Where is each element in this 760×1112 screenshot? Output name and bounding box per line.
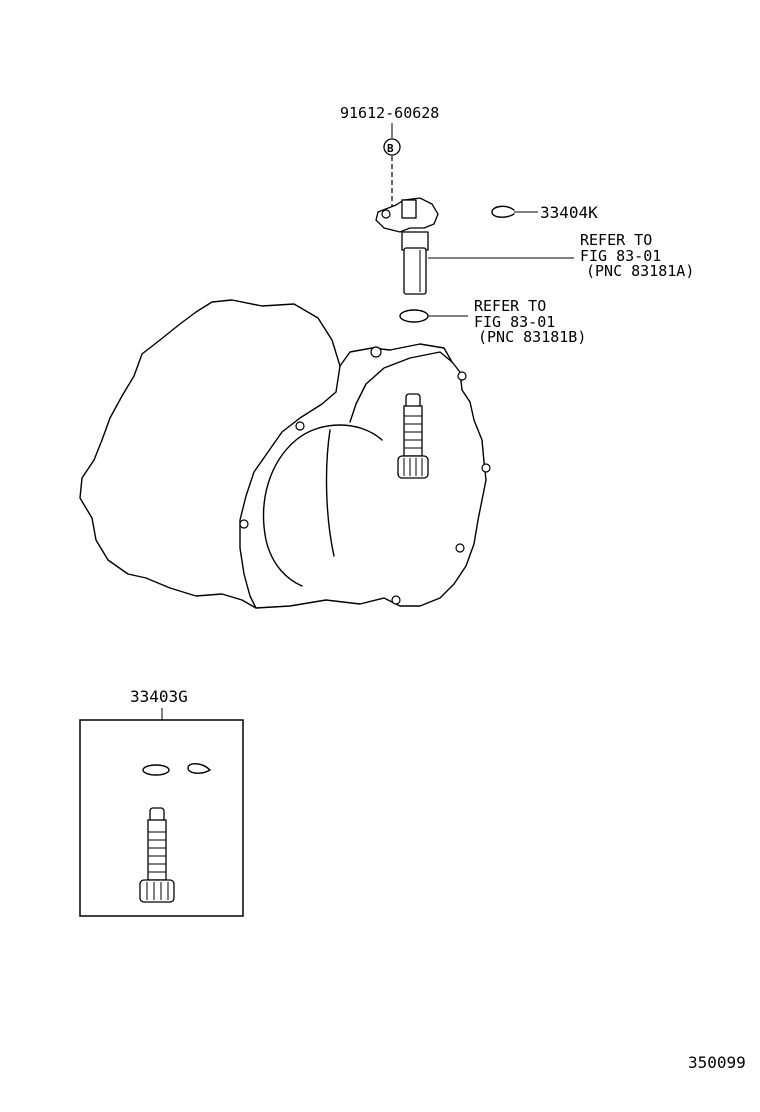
kit-clip[interactable] (187, 763, 211, 774)
bolt-callout-letter: B (387, 142, 394, 155)
oring-ref-line2: FIG 83-01 (474, 313, 555, 331)
clip-part[interactable] (491, 205, 515, 218)
clip-part-number[interactable]: 33404K (540, 203, 598, 222)
oring-ref-line1: REFER TO (474, 297, 546, 315)
bolt-part-number[interactable]: 91612-60628 (340, 104, 439, 122)
figure-number: 350099 (688, 1053, 746, 1072)
driven-gear-installed[interactable] (397, 393, 429, 479)
kit-driven-gear[interactable] (139, 807, 175, 903)
sensor-ref-line3: (PNC 83181A) (586, 262, 694, 280)
sensor-ref-line2: FIG 83-01 (580, 247, 661, 265)
kit-o-ring[interactable] (142, 764, 170, 776)
oring-ref-line3: (PNC 83181B) (478, 328, 586, 346)
bolt-callout-circle (383, 138, 401, 156)
sensor-ref-line1: REFER TO (580, 231, 652, 249)
speed-sensor[interactable] (375, 197, 439, 295)
kit-contents-box (79, 719, 244, 917)
kit-part-number[interactable]: 33403G (130, 687, 188, 706)
o-ring-part[interactable] (399, 309, 429, 323)
transmission-housing (79, 299, 491, 609)
